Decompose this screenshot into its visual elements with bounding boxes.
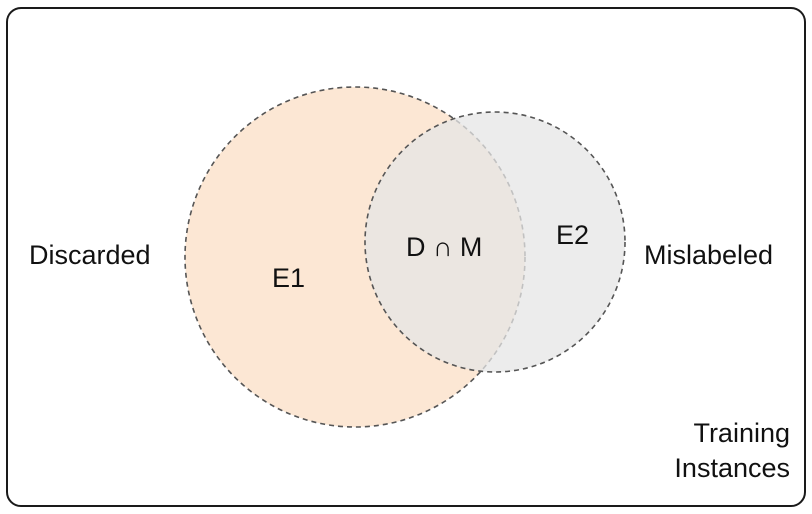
mislabeled-set-circle: [364, 111, 626, 373]
mislabeled-label: Mislabeled: [644, 240, 774, 270]
universe-label-line-2: Instances: [674, 453, 790, 483]
universe-label-line-1: Training: [693, 418, 790, 448]
e1-region-label: E1: [272, 263, 306, 293]
discarded-label: Discarded: [29, 240, 151, 270]
universe-label: Training Instances: [650, 416, 790, 486]
e2-region-label: E2: [556, 220, 590, 250]
intersection-label: D ∩ M: [406, 232, 483, 262]
